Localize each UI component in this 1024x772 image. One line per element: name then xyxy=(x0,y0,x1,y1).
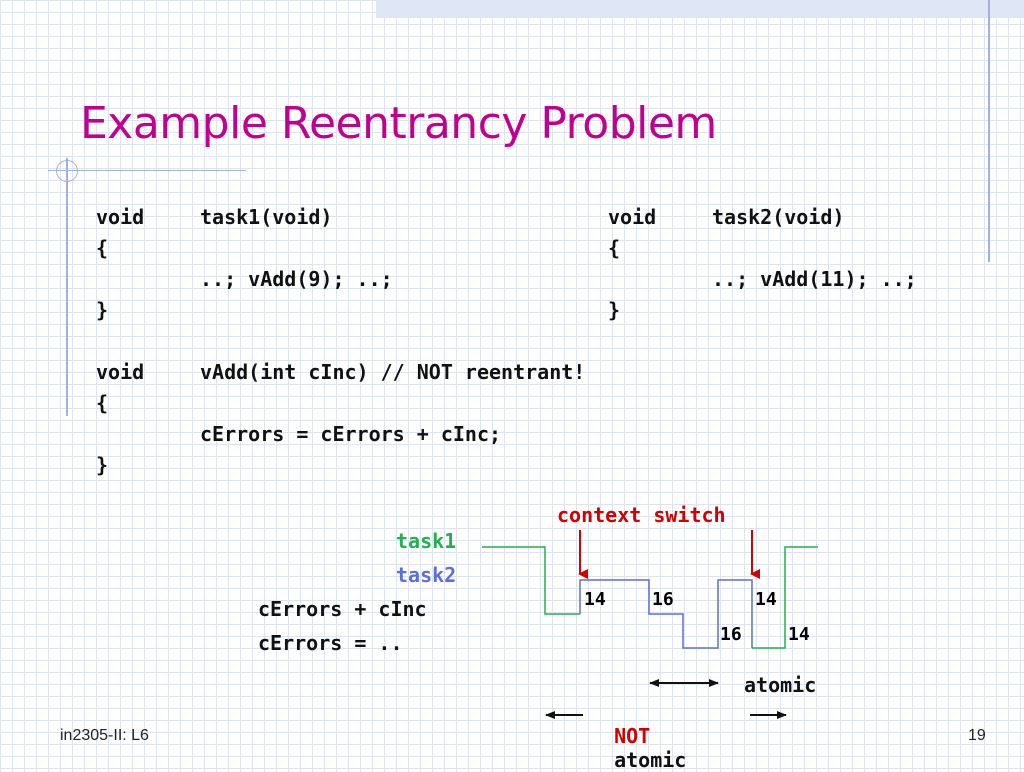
task2-close-brace: } xyxy=(608,298,621,322)
legend-cerrors-plus: cErrors + cInc xyxy=(258,597,427,621)
title-ring-decoration xyxy=(56,160,78,182)
legend-task2: task2 xyxy=(396,563,457,587)
right-vertical-rule xyxy=(988,0,990,262)
task1-kw: void xyxy=(96,205,145,229)
vadd-close-brace: } xyxy=(96,453,109,477)
task2-signature: task2(void) xyxy=(712,205,845,229)
not-word: NOT xyxy=(614,724,651,748)
legend-cerrors-eq: cErrors = .. xyxy=(258,631,403,655)
left-vertical-rule xyxy=(66,158,68,416)
vadd-kw: void xyxy=(96,360,145,384)
title-underline xyxy=(48,170,246,171)
task2-trace xyxy=(579,579,753,649)
atomic-label: atomic xyxy=(744,673,817,697)
task1-signature: task1(void) xyxy=(200,205,333,229)
task2-body: ..; vAdd(11); ..; xyxy=(712,267,917,291)
value-label: 14 xyxy=(584,589,606,610)
task1-trace xyxy=(482,546,580,615)
task2-kw: void xyxy=(608,205,657,229)
task1-body: ..; vAdd(9); ..; xyxy=(200,267,393,291)
page-number: 19 xyxy=(968,727,986,744)
slide-title: Example Reentrancy Problem xyxy=(80,98,717,149)
value-label: 16 xyxy=(720,624,742,645)
vadd-signature: vAdd(int cInc) // NOT reentrant! xyxy=(200,360,586,384)
context-switch-label: context switch xyxy=(557,503,726,527)
task2-open-brace: { xyxy=(608,236,621,260)
vadd-body: cErrors = cErrors + cInc; xyxy=(200,422,502,446)
value-label: 14 xyxy=(755,589,777,610)
top-bar-decoration xyxy=(376,0,1024,18)
task1-close-brace: } xyxy=(96,298,109,322)
value-label: 16 xyxy=(652,589,674,610)
vadd-open-brace: { xyxy=(96,391,109,415)
legend-task1: task1 xyxy=(396,529,457,553)
not-atomic-label: NOT atomic xyxy=(590,700,686,772)
footer-course-label: in2305-II: L6 xyxy=(60,727,149,744)
task1-trace-resume xyxy=(752,546,818,649)
task1-open-brace: { xyxy=(96,236,109,260)
value-label: 14 xyxy=(788,624,810,645)
atomic-word: atomic xyxy=(614,748,687,772)
